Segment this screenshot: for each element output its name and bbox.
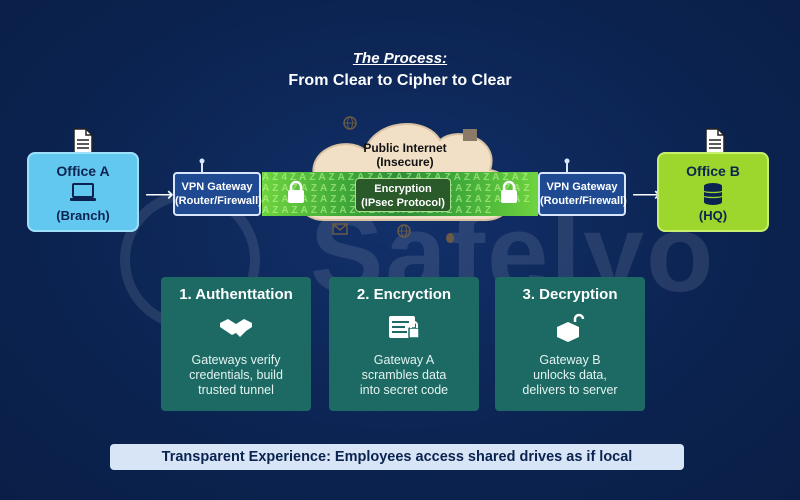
step-title: 3. Decryption [522,286,618,303]
encryption-line1: Encryption [374,183,432,195]
cloud-line2: (Insecure) [376,155,434,169]
office-b-name: Office B [686,163,740,179]
document-icon [73,128,93,156]
gateway-b-line1: VPN Gateway [546,181,618,193]
step-description: Gateway B unlocks data, delivers to serv… [495,353,645,398]
vpn-gateway-b: VPN Gateway (Router/Firewall) [538,172,627,216]
handshake-icon [161,313,311,343]
arrow-right-icon: ⟶ [145,184,174,206]
office-b-box: Office B (HQ) [657,152,769,232]
step-card-decryption: 3. Decryption Gateway B unlocks data, de… [495,277,645,411]
step-desc-line: Gateways verify [191,353,281,367]
step-description: Gateways verify credentials, build trust… [161,353,311,398]
step-card-authentication: 1. Authenttation Gateways verify credent… [161,277,311,411]
code-lock-icon [329,313,479,343]
globe-icon [397,224,411,238]
padlock-icon [288,180,304,203]
step-card-encryption: 2. Encryction Gateway A scrambles data i… [329,277,479,411]
cloud-label: Public Internet (Insecure) [285,141,525,169]
vpn-gateway-a: VPN Gateway (Router/Firewall) [173,172,262,216]
step-desc-line: into secret code [359,383,449,397]
step-desc-line: Gateway A [373,353,435,367]
gateway-a-line1: VPN Gateway [181,181,253,193]
footer-banner: Transparent Experience: Employees access… [110,444,684,470]
step-title: 1. Authenttation [179,286,293,303]
step-description: Gateway A scrambles data into secret cod… [329,353,479,398]
laptop-icon [29,182,137,206]
envelope-icon [332,223,348,235]
step-desc-line: unlocks data, [533,368,607,382]
padlock-icon [501,180,517,203]
antenna-icon [199,158,205,174]
antenna-icon [564,158,570,174]
step-desc-line: Gateway B [539,353,601,367]
office-b-sub: (HQ) [698,208,728,223]
step-desc-line: delivers to server [522,383,618,397]
office-a-name: Office A [56,163,110,179]
step-title: 2. Encryction [356,286,452,303]
image-icon [463,129,477,141]
step-desc-line: credentials, build [189,368,283,382]
title-line-1: The Process: [352,50,448,67]
step-desc-line: trusted tunnel [198,383,274,397]
bug-icon [446,233,454,243]
unlock-box-icon [495,313,645,343]
document-icon [705,128,725,156]
office-a-sub: (Branch) [56,208,110,223]
database-icon [659,182,767,206]
office-a-box: Office A (Branch) [27,152,139,232]
cloud-line1: Public Internet [363,141,447,155]
encryption-label: Encryption (IPsec Protocol) [355,178,451,212]
step-desc-line: scrambles data [361,368,447,382]
encryption-line2: (IPsec Protocol) [361,197,445,209]
gateway-a-line2: (Router/Firewall) [175,195,262,207]
diagram-title: The Process: From Clear to Cipher to Cle… [0,50,800,90]
gateway-b-line2: (Router/Firewall) [540,195,627,207]
globe-icon [343,116,357,130]
arrow-right-icon: ⟶ [632,184,661,206]
title-line-2: From Clear to Cipher to Clear [288,72,512,89]
